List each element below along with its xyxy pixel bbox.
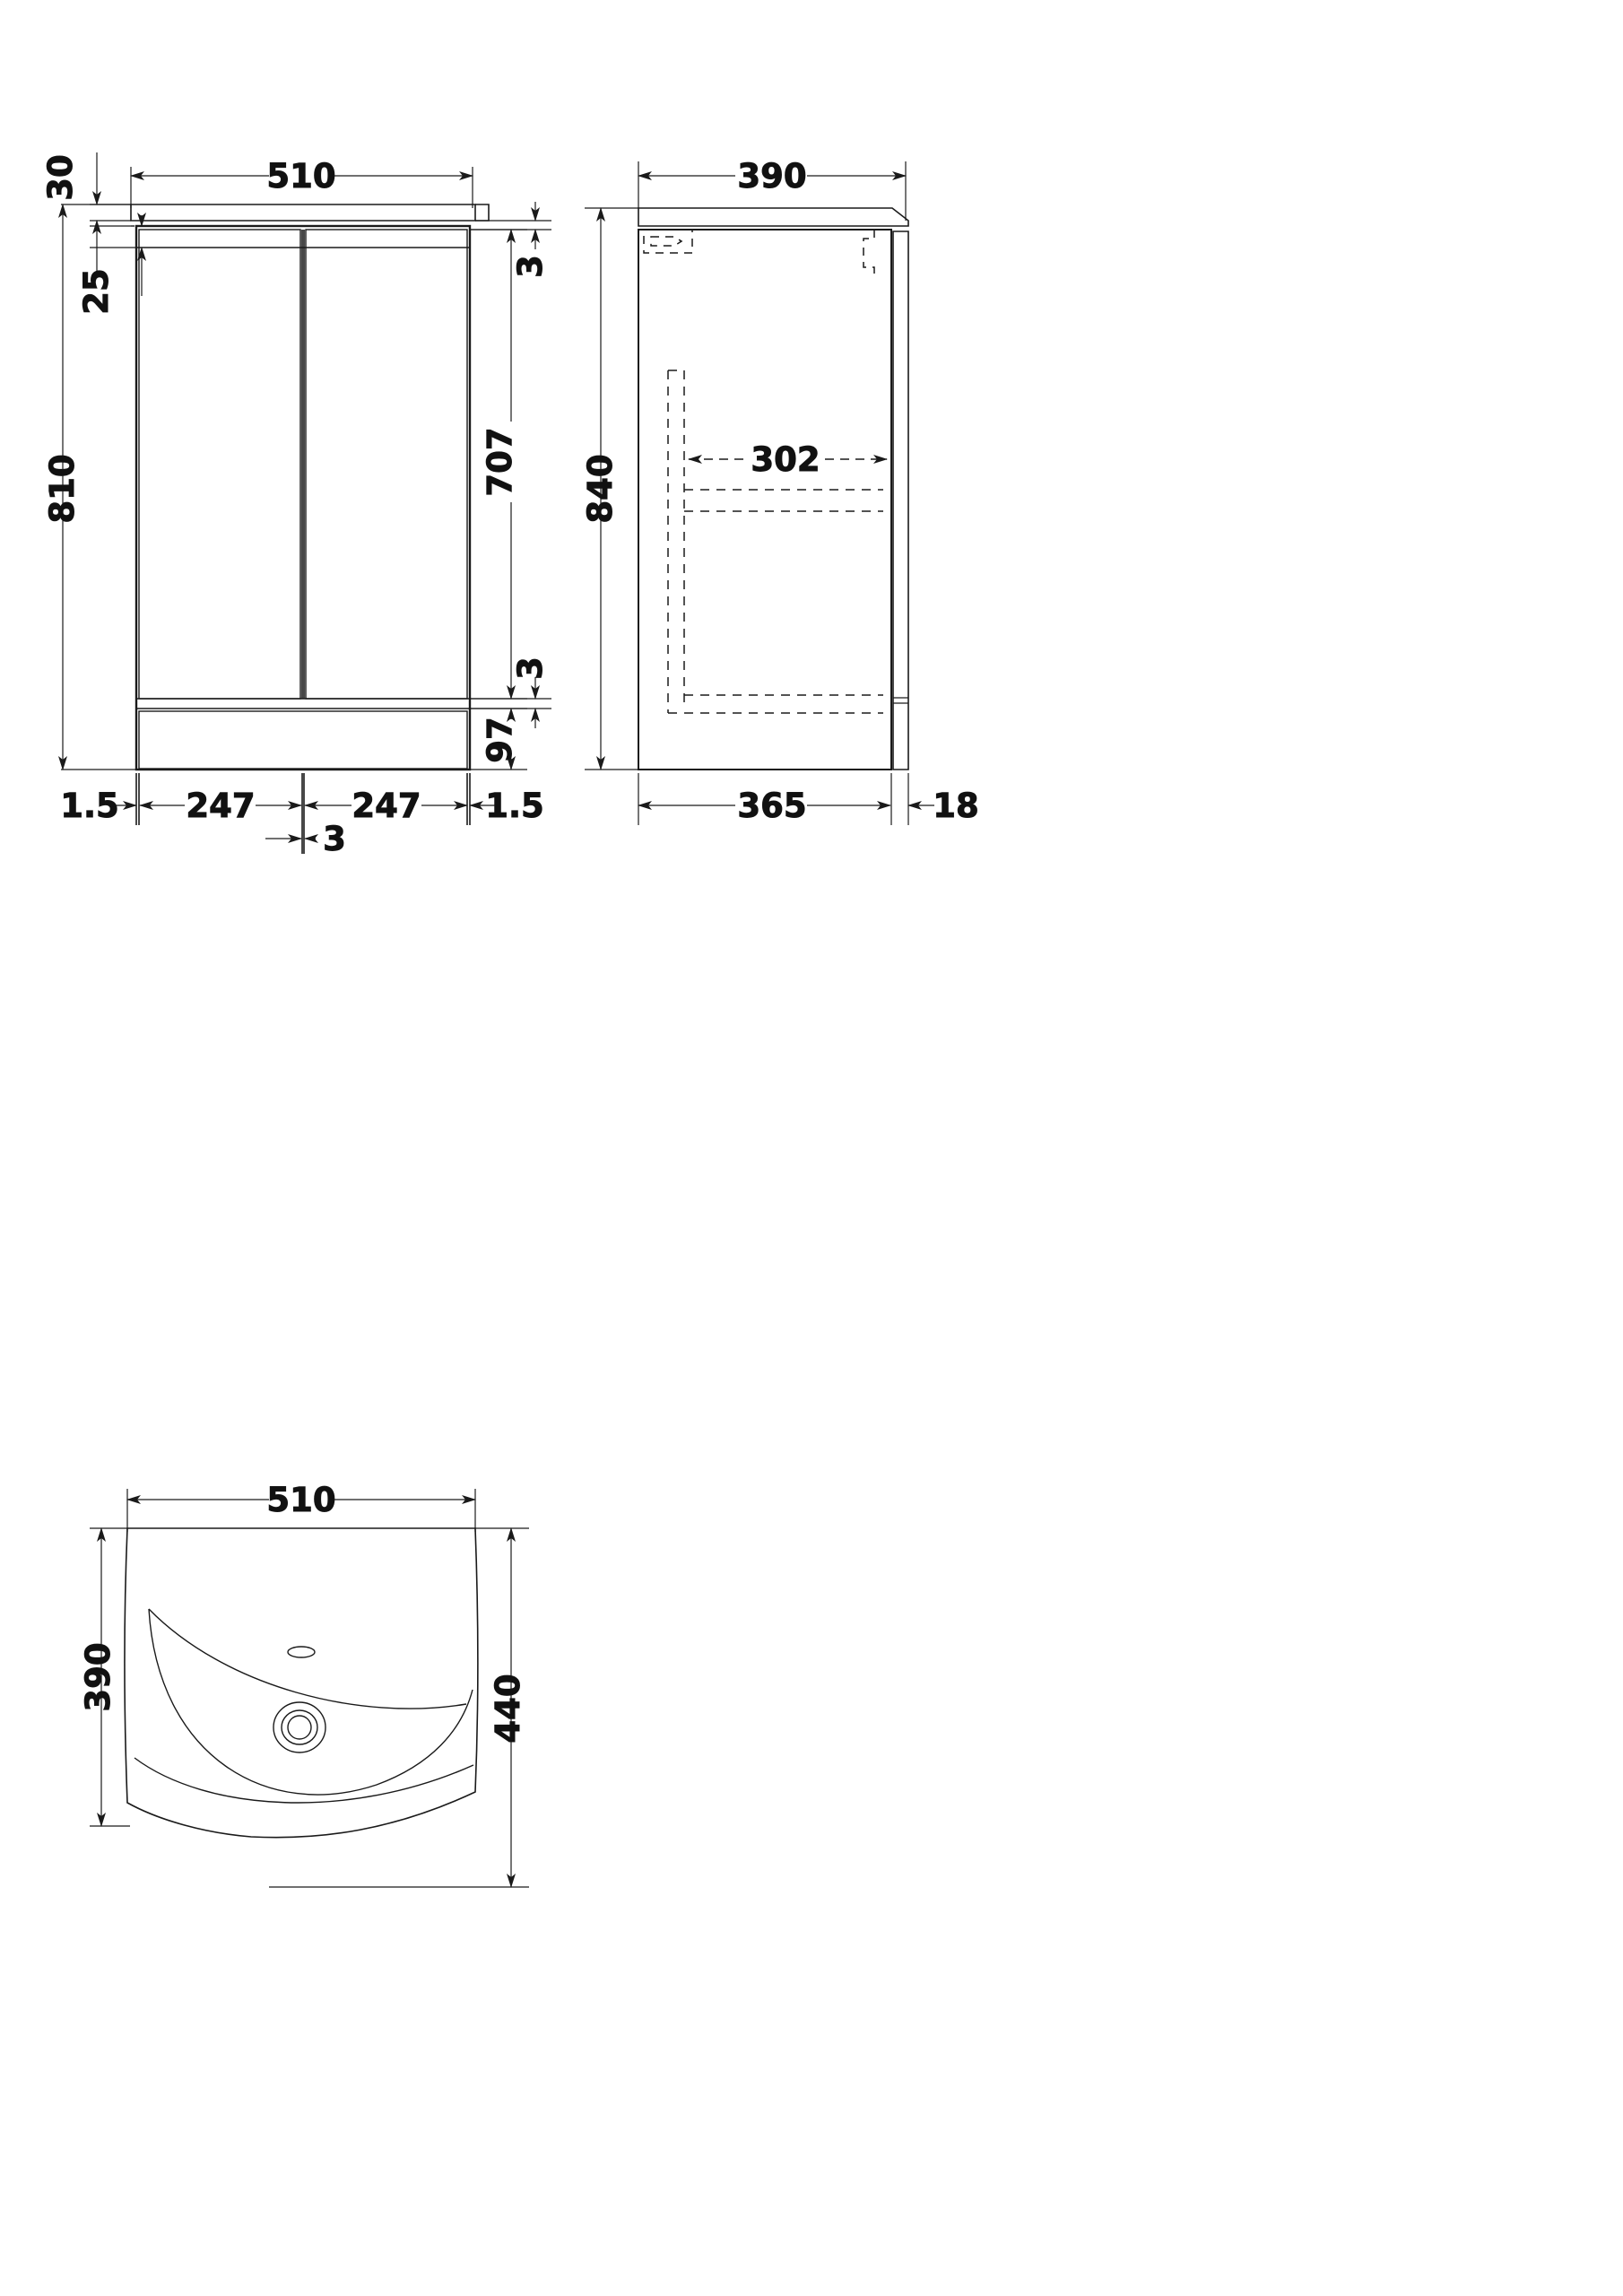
dim-basin-overall-depth-440 (269, 1527, 529, 1888)
dim-label-worktop-thickness: 30 (41, 154, 80, 201)
front-elevation-geometry (130, 204, 490, 771)
dim-label-centre-gap: 3 (323, 820, 346, 858)
waste-outlet-mid-icon (281, 1709, 318, 1745)
dim-label-internal-depth: 302 (751, 440, 820, 479)
basin-plan-geometry (124, 1527, 479, 1839)
dim-door-height-707 (470, 229, 527, 700)
dim-label-right-side-panel: 1.5 (485, 787, 544, 825)
dim-label-top-gap-right: 3 (511, 255, 550, 278)
side-elevation-geometry (638, 207, 909, 770)
dim-worktop-depth-390 (638, 161, 907, 221)
dim-bottom-row-front (109, 773, 495, 854)
waste-outlet-outer-icon (273, 1701, 326, 1753)
dim-label-overall-width: 510 (266, 157, 335, 196)
dim-label-right-door-width: 247 (352, 787, 421, 825)
dim-plinth-height-97 (470, 708, 527, 770)
dim-label-basin-width: 510 (266, 1481, 335, 1519)
dim-overall-height-810 (58, 204, 136, 770)
waste-outlet-inner-icon (287, 1715, 312, 1740)
dim-label-basin-overall-depth: 440 (489, 1674, 527, 1743)
dim-basin-bowl-depth-390 (90, 1527, 130, 1827)
dim-label-door-thickness: 18 (933, 787, 979, 825)
dim-label-bottom-gap-right: 3 (511, 657, 550, 680)
dim-label-worktop-depth: 390 (737, 157, 806, 196)
dim-label-left-door-width: 247 (186, 787, 255, 825)
dim-label-plinth-height: 97 (481, 717, 519, 763)
dim-bottom-row-side (638, 773, 934, 825)
overflow-slot-icon (287, 1646, 316, 1658)
dim-label-basin-bowl-depth: 390 (79, 1642, 117, 1711)
dim-label-carcass-depth: 365 (737, 787, 806, 825)
dim-label-door-height: 707 (481, 427, 519, 496)
dim-door-top-gap-25 (90, 213, 146, 296)
dim-label-overall-height: 810 (43, 454, 82, 523)
dim-label-door-top-gap: 25 (77, 268, 116, 315)
dim-overall-width-510 (130, 167, 473, 208)
dim-label-side-overall-height: 840 (581, 454, 620, 523)
dim-side-overall-height-840 (585, 207, 638, 770)
dim-worktop-thickness-30 (90, 152, 131, 278)
dim-basin-width-510 (126, 1489, 476, 1532)
dim-label-left-side-panel: 1.5 (60, 787, 119, 825)
